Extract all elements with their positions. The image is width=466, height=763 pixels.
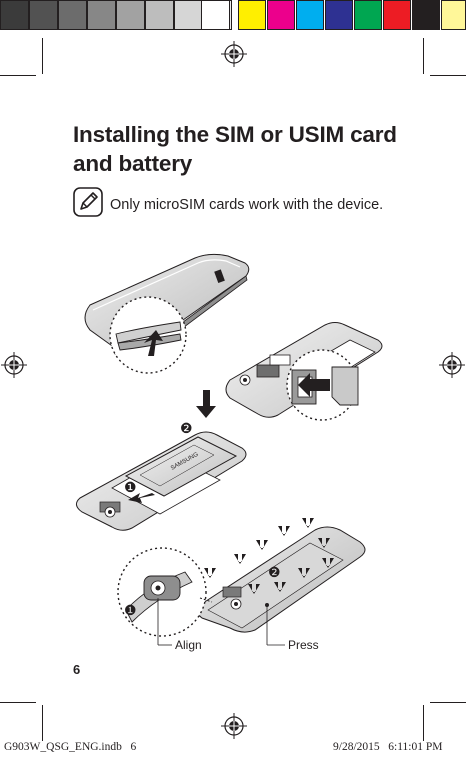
installation-illustration: SAMSUNG ❶ ❷ <box>76 253 383 646</box>
callout-1: ❶ <box>124 602 137 618</box>
color-swatch <box>145 0 174 30</box>
color-swatch <box>87 0 116 30</box>
cover-replace-step: ❶ ❷ <box>117 518 366 646</box>
sim-insert-step <box>225 322 383 421</box>
battery-insert-step: SAMSUNG ❶ ❷ <box>76 390 247 531</box>
crop-mark <box>430 75 466 76</box>
color-bar <box>0 0 466 32</box>
color-swatch <box>383 0 411 30</box>
title-line-2: and battery <box>73 151 193 176</box>
title-line-1: Installing the SIM or USIM card <box>73 122 397 147</box>
note-pencil-icon <box>73 187 103 217</box>
color-swatch <box>296 0 324 30</box>
color-swatch <box>441 0 466 30</box>
press-label: Press <box>288 638 319 652</box>
color-swatch <box>238 0 266 30</box>
color-swatch <box>116 0 145 30</box>
crop-mark <box>0 75 36 76</box>
registration-mark-icon <box>221 713 247 739</box>
color-swatch <box>0 0 29 30</box>
color-swatch <box>174 0 203 30</box>
color-swatch <box>412 0 440 30</box>
registration-mark-icon <box>1 352 27 378</box>
cover-removal-step <box>84 253 250 374</box>
registration-mark-icon <box>439 352 465 378</box>
color-swatch <box>325 0 353 30</box>
registration-mark-icon <box>221 41 247 67</box>
color-swatch <box>267 0 295 30</box>
align-label: Align <box>175 638 202 652</box>
crop-mark <box>430 702 466 703</box>
color-swatch <box>58 0 87 30</box>
note-text: Only microSIM cards work with the device… <box>110 197 384 213</box>
crop-mark <box>423 38 424 74</box>
color-swatch <box>201 0 230 30</box>
footer-file-info: G903W_QSG_ENG.indb 6 <box>4 741 137 753</box>
color-swatch <box>29 0 58 30</box>
page-title: Installing the SIM or USIM card and batt… <box>73 120 433 178</box>
color-swatch <box>354 0 382 30</box>
callout-1: ❶ <box>124 479 137 495</box>
footer-timestamp: 9/28/2015 6:11:01 PM <box>333 741 443 753</box>
crop-mark <box>0 702 36 703</box>
crop-mark <box>42 38 43 74</box>
crop-mark <box>42 705 43 741</box>
callout-2: ❷ <box>268 564 281 580</box>
callout-2: ❷ <box>180 420 193 436</box>
page-number: 6 <box>73 662 81 677</box>
crop-mark <box>423 705 424 741</box>
